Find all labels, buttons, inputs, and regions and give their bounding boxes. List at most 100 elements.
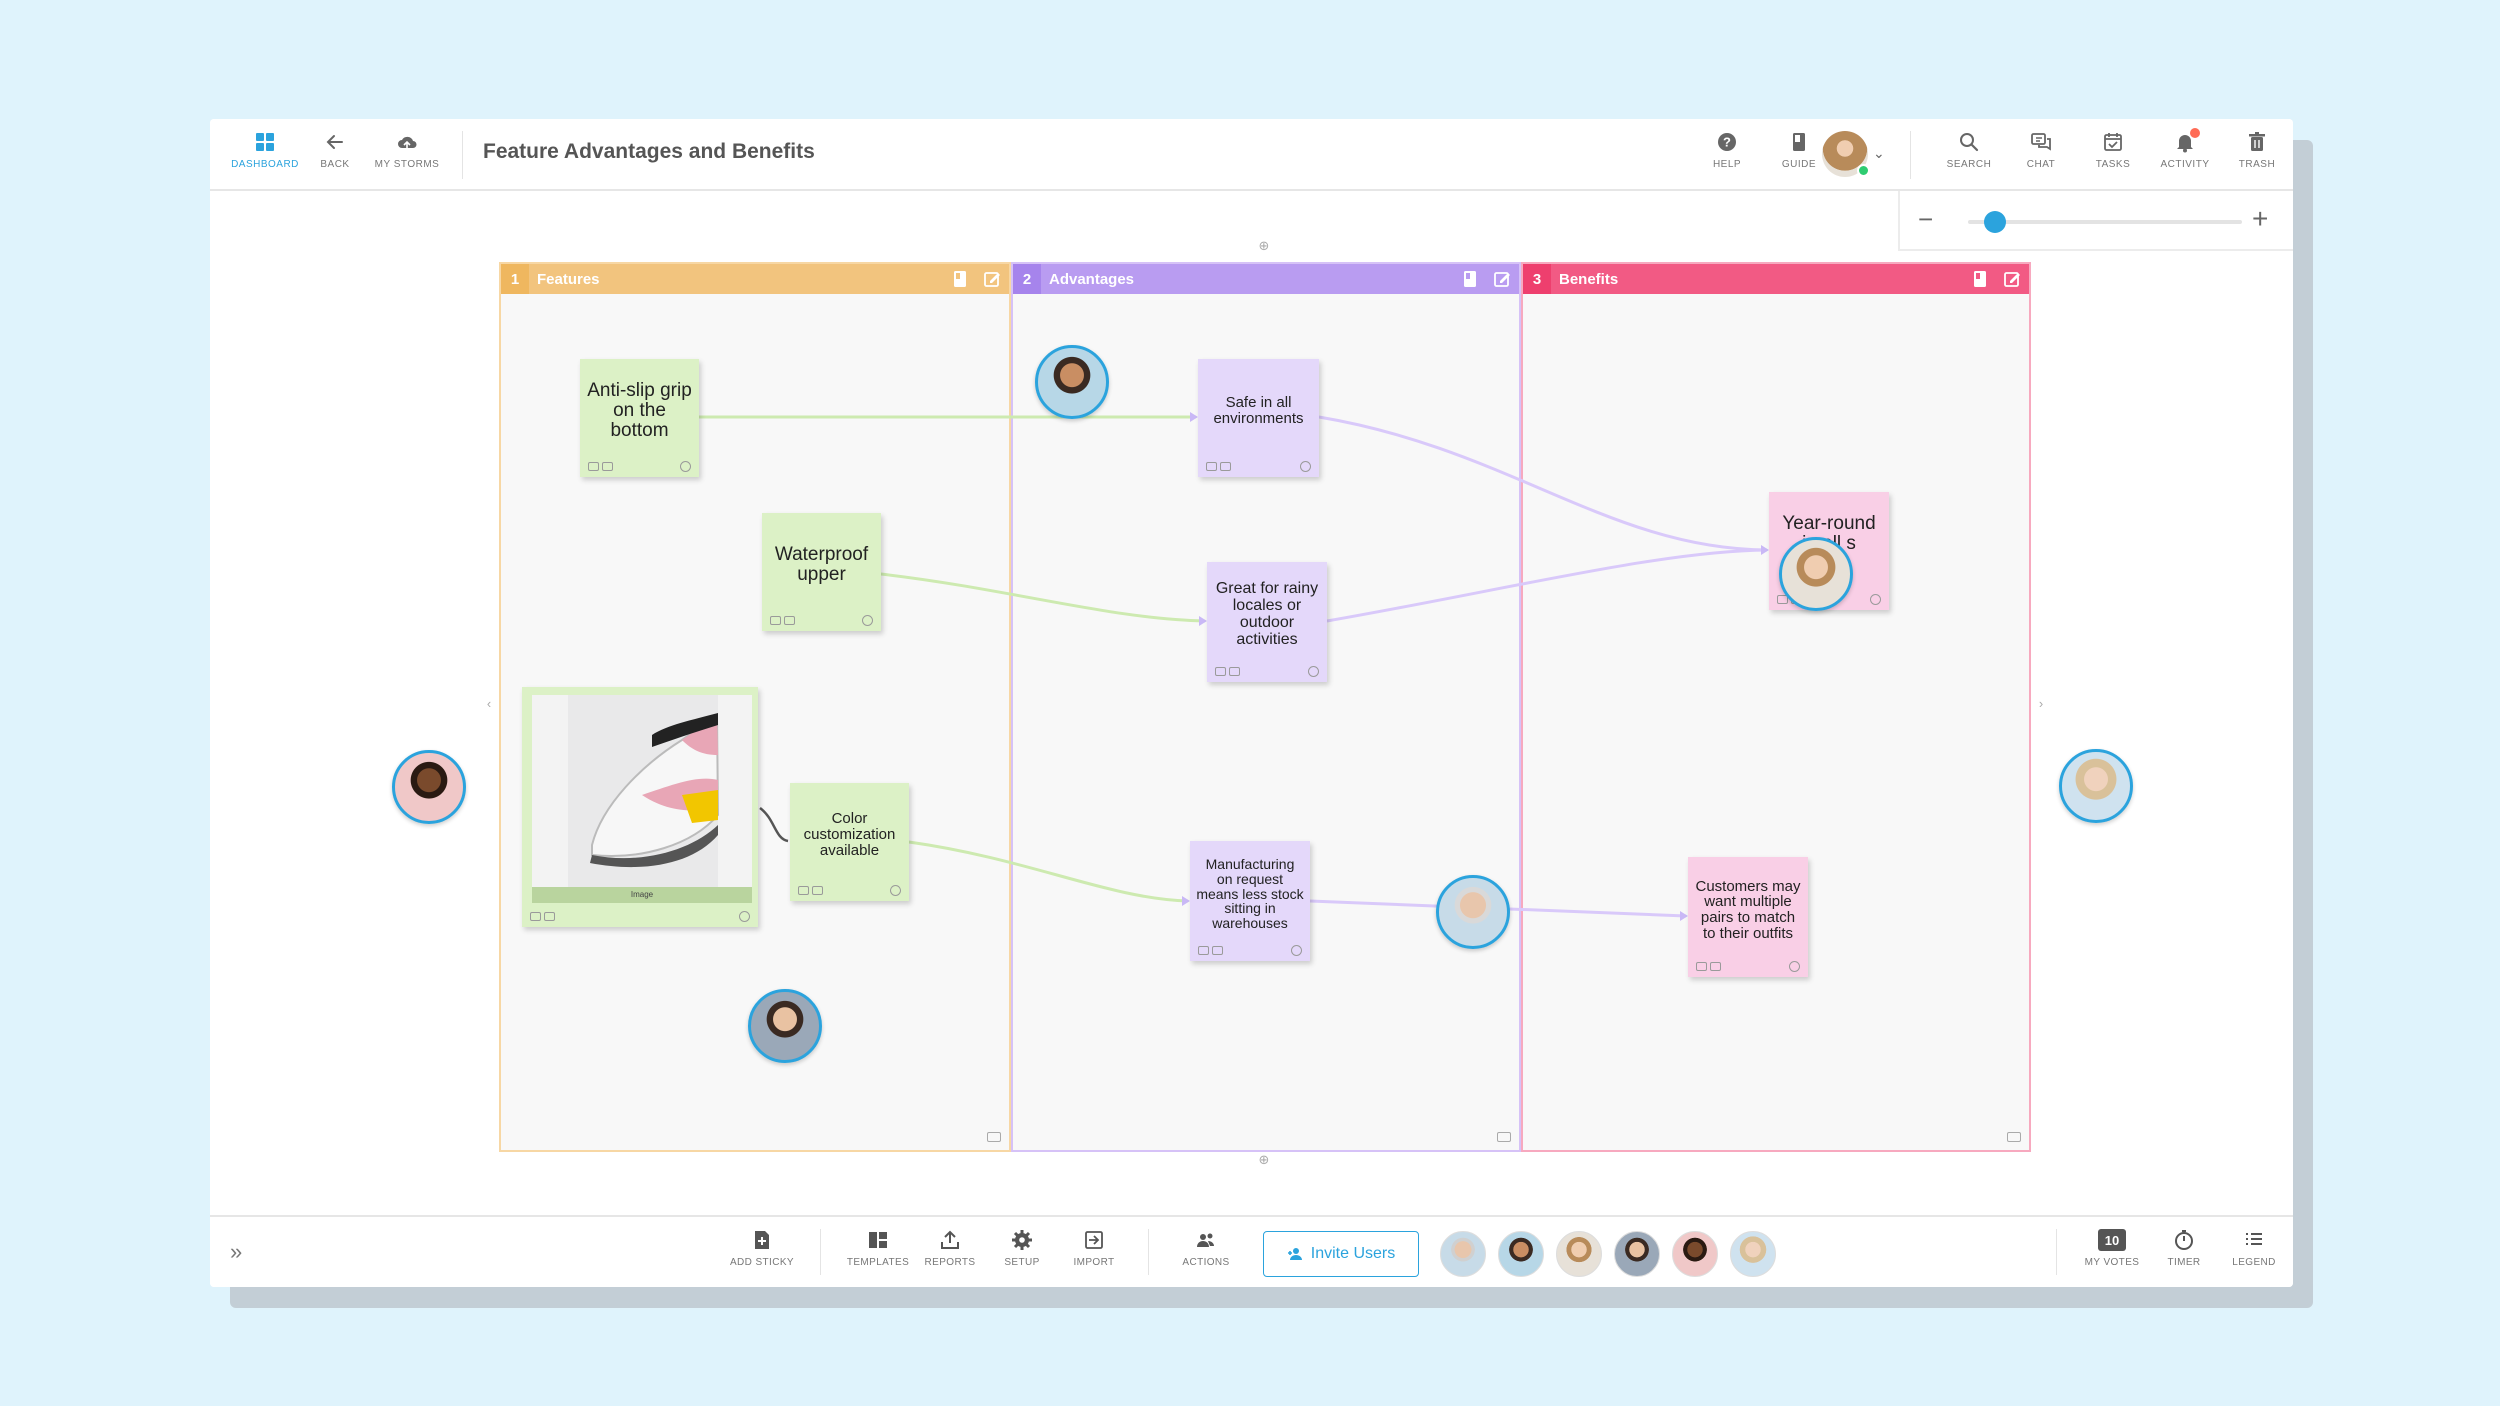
participant-avatar[interactable]	[1440, 1231, 1486, 1277]
timer-button[interactable]: TIMER	[2148, 1229, 2220, 1279]
bottom-toolbar: » ADD STICKY TEMPLATES REPORTS SETUP IMP…	[210, 1215, 2293, 1287]
attachment-icon[interactable]	[1220, 462, 1231, 471]
my-votes-button[interactable]: 10 MY VOTES	[2076, 1229, 2148, 1279]
column-expand-icon[interactable]	[2007, 1132, 2021, 1142]
setup-button[interactable]: SETUP	[986, 1229, 1058, 1279]
comment-icon[interactable]	[1777, 595, 1788, 604]
toolbar-divider-right	[1910, 131, 1911, 179]
column-expand-icon[interactable]	[987, 1132, 1001, 1142]
import-button[interactable]: IMPORT	[1058, 1229, 1130, 1279]
chat-label: CHAT	[2026, 159, 2056, 170]
collaborator-avatar[interactable]	[1779, 537, 1853, 611]
comment-icon[interactable]	[770, 616, 781, 625]
templates-label: TEMPLATES	[846, 1257, 910, 1268]
sticky-note[interactable]: Great for rainy locales or outdoor activ…	[1207, 562, 1327, 682]
attachment-icon[interactable]	[1212, 946, 1223, 955]
expand-sidebar-icon[interactable]: »	[230, 1239, 243, 1264]
check-icon[interactable]	[1300, 461, 1311, 472]
participant-avatar[interactable]	[1614, 1231, 1660, 1277]
search-button[interactable]: SEARCH	[1932, 131, 2006, 181]
check-icon[interactable]	[890, 885, 901, 896]
attachment-icon[interactable]	[544, 912, 555, 921]
sticky-note[interactable]: Waterproof upper	[762, 513, 881, 631]
participant-avatar[interactable]	[1498, 1231, 1544, 1277]
participant-avatar[interactable]	[1556, 1231, 1602, 1277]
check-icon[interactable]	[1291, 945, 1302, 956]
add-sticky-button[interactable]: ADD STICKY	[726, 1229, 798, 1279]
column-expand-icon[interactable]	[1497, 1132, 1511, 1142]
attachment-icon[interactable]	[602, 462, 613, 471]
help-button[interactable]: ? HELP	[1690, 131, 1764, 181]
tasks-button[interactable]: TASKS	[2076, 131, 2150, 181]
comment-icon[interactable]	[530, 912, 541, 921]
zoom-out-button[interactable]: −	[1918, 204, 1934, 234]
sticky-text: Color customization available	[803, 810, 896, 859]
zoom-slider-track[interactable]	[1968, 220, 2242, 224]
attachment-icon[interactable]	[1710, 962, 1721, 971]
chat-button[interactable]: CHAT	[2004, 131, 2078, 181]
edit-icon[interactable]	[983, 270, 1001, 288]
back-button[interactable]: BACK	[298, 131, 372, 181]
zoom-in-button[interactable]: +	[2252, 203, 2269, 234]
check-icon[interactable]	[1870, 594, 1881, 605]
comment-icon[interactable]	[1198, 946, 1209, 955]
add-column-right-button[interactable]: ›	[2038, 696, 2044, 711]
my-storms-button[interactable]: MY STORMS	[370, 131, 444, 181]
activity-button[interactable]: ACTIVITY	[2148, 128, 2222, 181]
comment-icon[interactable]	[1696, 962, 1707, 971]
invite-users-button[interactable]: Invite Users	[1263, 1231, 1419, 1277]
guide-button[interactable]: GUIDE	[1762, 131, 1836, 181]
page-title: Feature Advantages and Benefits	[483, 140, 815, 163]
collaborator-avatar[interactable]	[1436, 875, 1510, 949]
reports-button[interactable]: REPORTS	[914, 1229, 986, 1279]
comment-icon[interactable]	[588, 462, 599, 471]
actions-button[interactable]: ACTIONS	[1170, 1229, 1242, 1279]
book-icon[interactable]	[951, 270, 969, 288]
attachment-icon[interactable]	[1229, 667, 1240, 676]
chevron-down-icon[interactable]: ⌄	[1873, 145, 1885, 161]
legend-button[interactable]: LEGEND	[2218, 1229, 2290, 1279]
image-sticky[interactable]: Image	[522, 687, 758, 927]
sticky-note[interactable]: Customers may want multiple pairs to mat…	[1688, 857, 1808, 977]
collaborator-avatar[interactable]	[392, 750, 466, 824]
bottom-divider	[820, 1229, 821, 1275]
participant-avatar[interactable]	[1730, 1231, 1776, 1277]
edit-icon[interactable]	[2003, 270, 2021, 288]
check-icon[interactable]	[1308, 666, 1319, 677]
sticky-note[interactable]: Manufacturing on request means less stoc…	[1190, 841, 1310, 961]
column-number: 2	[1013, 264, 1041, 294]
comment-icon[interactable]	[798, 886, 809, 895]
sticky-note[interactable]: Anti-slip grip on the bottom	[580, 359, 699, 477]
column-header-features[interactable]: 1 Features	[501, 264, 1009, 294]
check-icon[interactable]	[680, 461, 691, 472]
add-row-bottom-button[interactable]: ⊕	[1258, 1152, 1270, 1167]
comment-icon[interactable]	[1215, 667, 1226, 676]
column-header-advantages[interactable]: 2 Advantages	[1013, 264, 1519, 294]
current-user-avatar[interactable]	[1822, 131, 1870, 177]
sticky-note[interactable]: Safe in all environments	[1198, 359, 1319, 477]
add-column-left-button[interactable]: ‹	[486, 696, 492, 711]
add-row-top-button[interactable]: ⊕	[1258, 238, 1270, 253]
zoom-slider-thumb[interactable]	[1984, 211, 2007, 233]
dashboard-button[interactable]: DASHBOARD	[228, 131, 302, 181]
trash-button[interactable]: TRASH	[2220, 131, 2293, 181]
templates-button[interactable]: TEMPLATES	[842, 1229, 914, 1279]
sticky-note[interactable]: Color customization available	[790, 783, 909, 901]
import-icon	[1085, 1231, 1103, 1249]
check-icon[interactable]	[739, 911, 750, 922]
edit-icon[interactable]	[1493, 270, 1511, 288]
collaborator-avatar[interactable]	[2059, 749, 2133, 823]
trash-label: TRASH	[2238, 159, 2276, 170]
participant-avatar[interactable]	[1672, 1231, 1718, 1277]
book-icon[interactable]	[1461, 270, 1479, 288]
column-header-benefits[interactable]: 3 Benefits	[1523, 264, 2029, 294]
check-icon[interactable]	[1789, 961, 1800, 972]
collaborator-avatar[interactable]	[748, 989, 822, 1063]
check-icon[interactable]	[862, 615, 873, 626]
book-icon[interactable]	[1971, 270, 1989, 288]
collaborator-avatar[interactable]	[1035, 345, 1109, 419]
attachment-icon[interactable]	[784, 616, 795, 625]
sticky-text: Anti-slip grip on the bottom	[587, 380, 692, 441]
attachment-icon[interactable]	[812, 886, 823, 895]
comment-icon[interactable]	[1206, 462, 1217, 471]
